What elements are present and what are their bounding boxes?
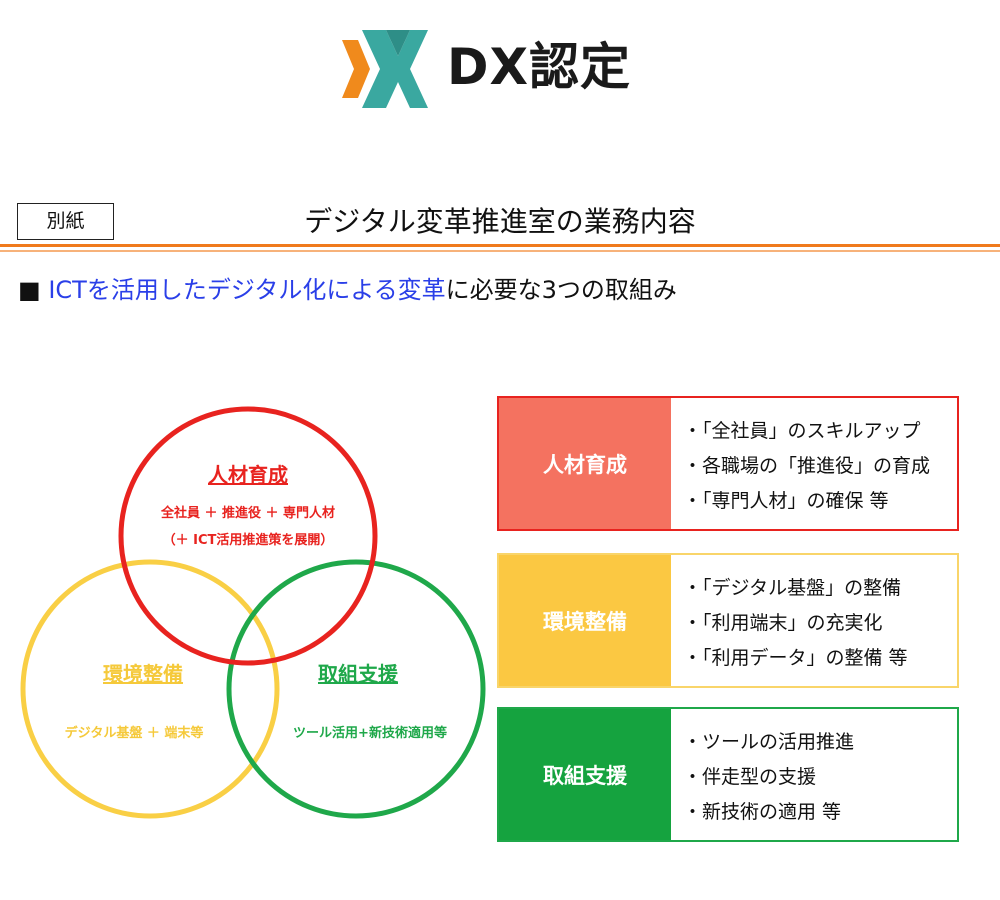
list-item: ・ツールの活用推進 [683,731,855,753]
box-human-resources: 人材育成 ・「全社員」のスキルアップ ・各職場の「推進役」の育成 ・「専門人材」… [497,396,959,531]
subtitle-rest: に必要な3つの取組み [445,276,677,304]
header-rule-orange [0,244,1000,247]
list-item: ・「デジタル基盤」の整備 [683,577,902,599]
subtitle-highlight: ICTを活用したデジタル化による変革 [48,276,446,304]
box-label: 人材育成 [499,398,671,529]
venn-circle-environment [20,559,280,819]
list-item: ・新技術の適用 等 [683,801,842,823]
header-rule-light [0,250,1000,252]
page-title: デジタル変革推進室の業務内容 [304,205,696,238]
list-item: ・「利用データ」の整備 等 [683,647,908,669]
venn-support-title: 取組支援 [318,662,399,686]
venn-circle-human [118,406,378,666]
list-item: ・「利用端末」の充実化 [683,612,883,634]
box-item-list: ・ツールの活用推進 ・伴走型の支援 ・新技術の適用 等 [671,709,957,840]
list-item: ・「全社員」のスキルアップ [683,420,921,442]
box-support: 取組支援 ・ツールの活用推進 ・伴走型の支援 ・新技術の適用 等 [497,707,959,842]
box-label: 環境整備 [499,555,671,686]
venn-support-line1: ツール活用+新技術適用等 [293,725,447,741]
box-item-list: ・「全社員」のスキルアップ ・各職場の「推進役」の育成 ・「専門人材」の確保 等 [671,398,957,529]
annex-label: 別紙 [17,203,114,240]
square-bullet-icon: ■ [18,276,41,304]
box-item-list: ・「デジタル基盤」の整備 ・「利用端末」の充実化 ・「利用データ」の整備 等 [671,555,957,686]
box-label: 取組支援 [499,709,671,840]
venn-diagram: 人材育成 全社員 ＋ 推進役 ＋ 専門人材 （＋ ICT活用推進策を展開） 環境… [20,406,486,819]
venn-human-line2: （＋ ICT活用推進策を展開） [163,532,334,548]
venn-human-title: 人材育成 [208,463,288,487]
list-item: ・各職場の「推進役」の育成 [683,455,931,477]
dx-chevron-logo-icon [342,30,428,108]
list-item: ・伴走型の支援 [683,766,817,788]
logo-text: DX認定 [447,38,632,96]
list-item: ・「専門人材」の確保 等 [683,490,889,512]
venn-environment-line1: デジタル基盤 ＋ 端末等 [65,725,204,741]
box-environment: 環境整備 ・「デジタル基盤」の整備 ・「利用端末」の充実化 ・「利用データ」の整… [497,553,959,688]
venn-circle-support [226,559,486,819]
venn-human-line1: 全社員 ＋ 推進役 ＋ 専門人材 [160,505,335,521]
venn-environment-title: 環境整備 [103,662,183,686]
subtitle: ■ ICTを活用したデジタル化による変革に必要な3つの取組み [18,272,677,308]
